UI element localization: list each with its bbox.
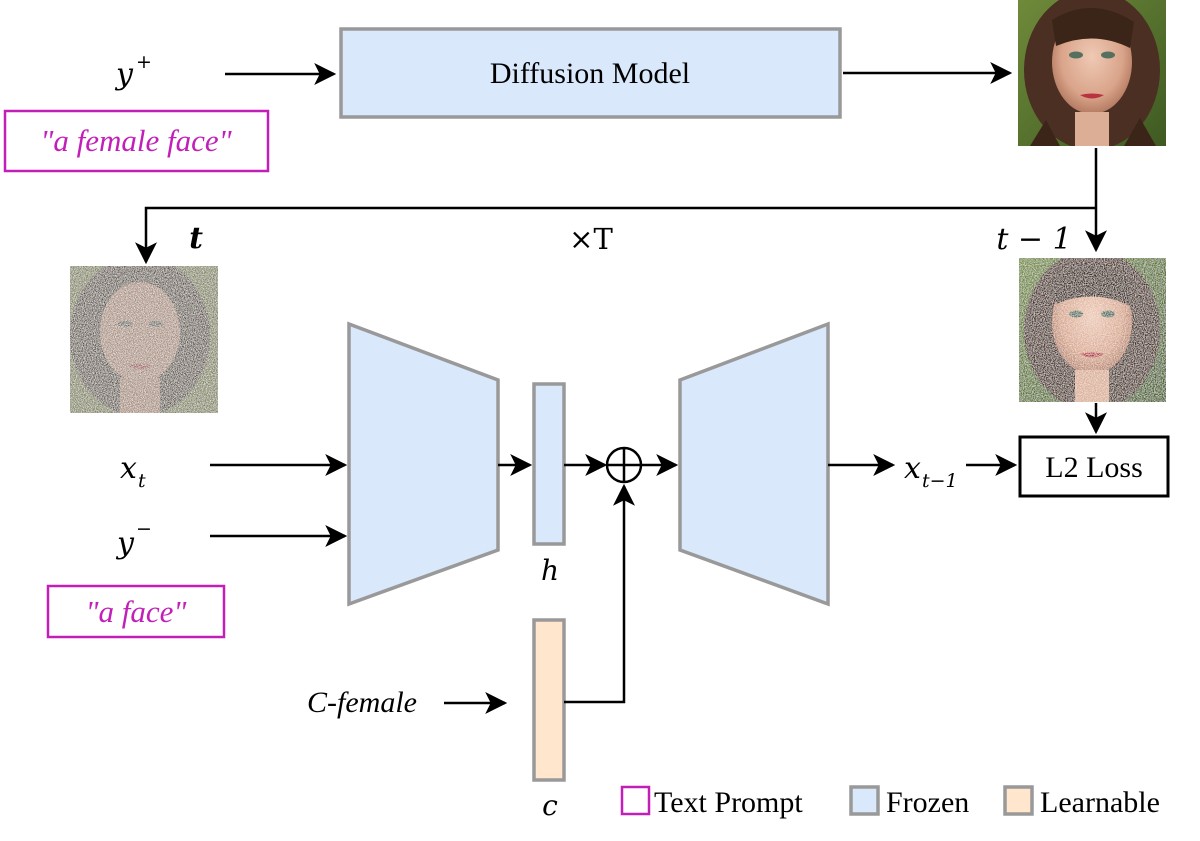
unet-encoder xyxy=(347,321,500,607)
arrow-loop-to-noised xyxy=(135,206,1096,265)
svg-text:y: y xyxy=(114,57,134,92)
legend-frozen: Frozen xyxy=(886,786,969,819)
svg-text:t−1: t−1 xyxy=(922,470,958,492)
svg-text:x: x xyxy=(904,451,921,486)
noised-face-image-xtm1 xyxy=(1019,258,1166,402)
legend-text-prompt: Text Prompt xyxy=(654,786,803,819)
svg-text:x: x xyxy=(120,451,137,486)
diffusion-model-box: Diffusion Model xyxy=(339,27,842,119)
legend-learnable: Learnable xyxy=(1040,786,1160,819)
concept-label: C-female xyxy=(307,686,417,719)
times-T-label: ×T xyxy=(569,222,613,256)
svg-text:y: y xyxy=(115,526,135,561)
unet-decoder xyxy=(678,321,830,607)
svg-text:t: t xyxy=(138,470,146,492)
h-label: h xyxy=(541,554,559,587)
x-t-symbol: x t xyxy=(120,451,146,492)
bottleneck-h xyxy=(532,382,566,546)
arrow-c-to-sum xyxy=(564,483,635,704)
noised-face-image-xt xyxy=(70,266,218,413)
prompt-box-positive: "a female face" xyxy=(3,109,270,173)
concept-vector-c xyxy=(532,618,566,782)
legend-swatch-learnable xyxy=(1003,785,1034,816)
legend-swatch-text-prompt xyxy=(620,785,651,816)
x-t-minus-1-symbol: x t−1 xyxy=(904,451,958,492)
l2-loss-box: L2 Loss xyxy=(1018,435,1170,498)
y-plus-symbol: y + xyxy=(114,51,152,92)
generated-face-image xyxy=(1018,0,1166,146)
c-label: c xyxy=(542,789,558,822)
y-minus-symbol: y − xyxy=(115,518,152,561)
diffusion-model-label: Diffusion Model xyxy=(490,57,690,90)
legend: Text Prompt Frozen Learnable xyxy=(620,785,1160,819)
svg-text:−: − xyxy=(136,518,152,540)
legend-swatch-frozen xyxy=(849,785,880,816)
prompt-box-negative: "a face" xyxy=(46,584,226,639)
l2-loss-label: L2 Loss xyxy=(1045,451,1143,484)
svg-text:+: + xyxy=(136,51,152,73)
plus-circle-icon xyxy=(605,446,643,484)
t-label: t xyxy=(189,221,203,256)
prompt-positive-text: "a female face" xyxy=(40,123,232,158)
t-minus-1-label: t − 1 xyxy=(996,222,1071,257)
prompt-negative-text: "a face" xyxy=(86,594,188,629)
